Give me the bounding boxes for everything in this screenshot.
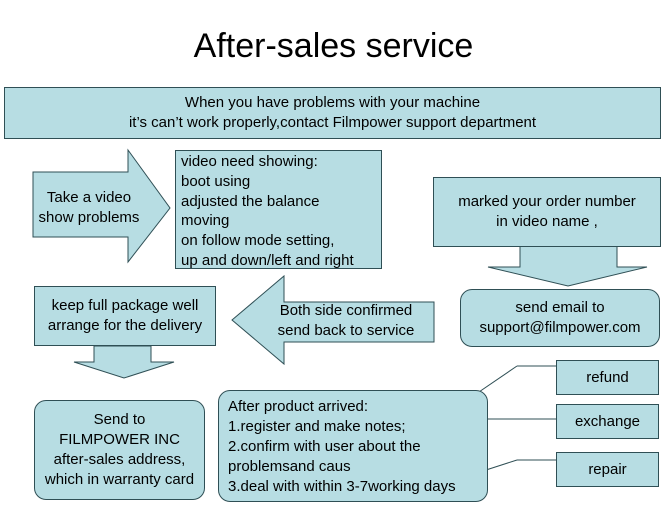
refund-box: refund bbox=[556, 360, 659, 395]
package-down-arrow bbox=[73, 345, 175, 379]
arrived-line-1: After product arrived: bbox=[228, 398, 369, 415]
take-video-label: Take a video show problems bbox=[33, 188, 145, 228]
contact-banner: When you have problems with your machine… bbox=[4, 87, 661, 139]
package-line-1: keep full package well bbox=[51, 297, 199, 314]
page-title: After-sales service bbox=[193, 27, 474, 65]
video-line-1: video need showing: bbox=[181, 153, 318, 170]
refund-connector bbox=[475, 365, 518, 395]
arrived-line-4: problemsand caus bbox=[228, 458, 351, 475]
confirm-label: Both side confirmed send back to service bbox=[262, 301, 430, 341]
package-box: keep full package well arrange for the d… bbox=[34, 286, 216, 346]
exchange-box: exchange bbox=[556, 404, 659, 439]
package-line-2: arrange for the delivery bbox=[47, 317, 203, 334]
take-video-arrow bbox=[32, 148, 171, 264]
repair-label: repair bbox=[588, 460, 627, 478]
video-line-3: adjusted the balance bbox=[181, 192, 320, 210]
video-line-4: moving bbox=[181, 212, 230, 230]
send-line-2: FILMPOWER INC bbox=[59, 431, 180, 448]
refund-label: refund bbox=[586, 368, 629, 386]
order-line-2: in video name , bbox=[496, 213, 598, 230]
video-requirements-box: video need showing: boot using adjusted … bbox=[175, 150, 382, 269]
video-line-6: up and down/left and right bbox=[181, 251, 354, 269]
send-line-1: Send to bbox=[93, 411, 146, 428]
send-to-box: Send to FILMPOWER INC after-sales addres… bbox=[34, 400, 205, 500]
banner-line-2: it’s can’t work properly,contact Filmpow… bbox=[128, 114, 537, 131]
send-line-3: after-sales address, bbox=[53, 451, 186, 468]
repair-connector bbox=[485, 459, 518, 471]
send-email-box: send email to support@filmpower.com bbox=[460, 289, 660, 347]
video-line-5: on follow mode setting, bbox=[181, 232, 335, 250]
take-video-line-2: show problems bbox=[38, 209, 140, 226]
arrived-line-5: 3.deal with within 3-7working days bbox=[228, 478, 456, 495]
video-line-2: boot using bbox=[181, 172, 251, 190]
order-number-box: marked your order number in video name , bbox=[433, 177, 661, 247]
confirm-line-1: Both side confirmed bbox=[279, 302, 413, 319]
order-down-arrow bbox=[487, 245, 648, 287]
take-video-line-1: Take a video bbox=[46, 189, 132, 206]
confirm-left-arrow bbox=[231, 274, 435, 366]
confirm-line-2: send back to service bbox=[277, 322, 415, 339]
exchange-label: exchange bbox=[574, 412, 641, 430]
after-arrival-box: After product arrived: 1.register and ma… bbox=[218, 390, 488, 502]
arrived-line-3: 2.confirm with user about the bbox=[228, 438, 421, 455]
send-line-4: which in warranty card bbox=[44, 471, 195, 488]
repair-box: repair bbox=[556, 452, 659, 487]
email-line-1: send email to bbox=[515, 299, 605, 316]
support-email: support@filmpower.com bbox=[479, 319, 641, 336]
arrived-line-2: 1.register and make notes; bbox=[228, 418, 406, 435]
banner-line-1: When you have problems with your machine bbox=[184, 94, 481, 111]
order-line-1: marked your order number bbox=[458, 193, 636, 210]
